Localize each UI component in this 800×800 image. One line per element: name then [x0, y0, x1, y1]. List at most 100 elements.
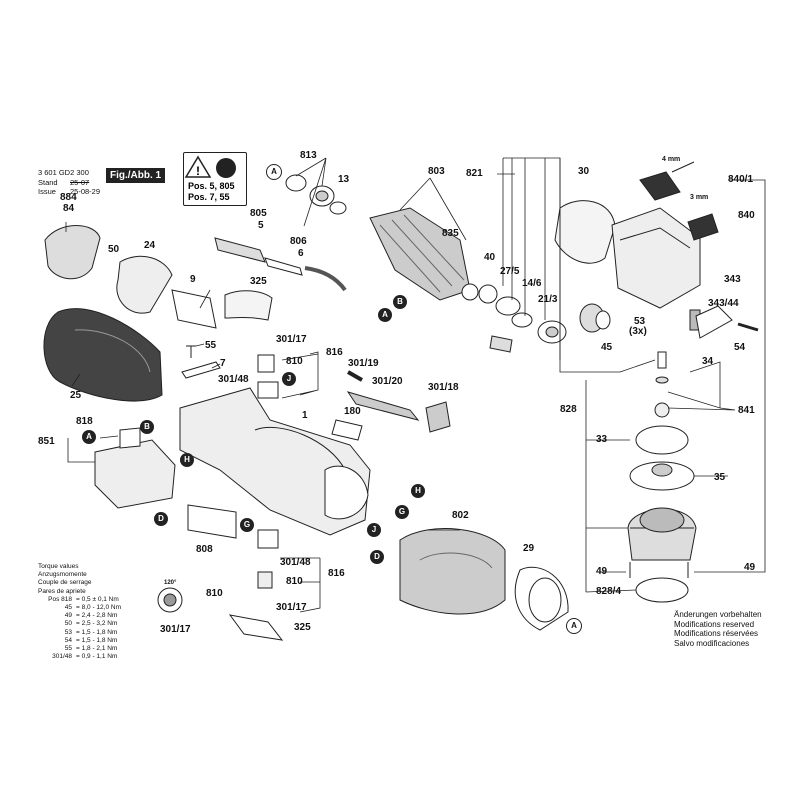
torque-row: 49= 2,4 - 2,8 Nm: [64, 612, 118, 620]
part-label: 1: [302, 410, 308, 421]
part-label: 30: [578, 166, 590, 177]
part-label: 3 mm: [690, 194, 709, 201]
part-label: 343/44: [708, 298, 739, 309]
part-label: 818: [76, 416, 93, 427]
part-label: 816: [328, 568, 345, 579]
torque-title-es: Pares de apriete: [38, 587, 86, 595]
part-label: 301/48: [280, 557, 311, 568]
part-label: 840: [738, 210, 755, 221]
part-label: 301/18: [428, 382, 459, 393]
part-label: 810: [286, 576, 303, 587]
torque-row: 301/48= 0,9 - 1,1 Nm: [52, 653, 118, 661]
part-851-module: [94, 439, 176, 509]
part-9-sheet: [171, 289, 217, 329]
part-label: 325: [294, 622, 311, 633]
part-25-housing: [43, 308, 163, 402]
part-label: 49: [744, 562, 756, 573]
issue-label: Issue: [38, 187, 56, 196]
part-label: 828: [560, 404, 577, 415]
callout-h: H: [180, 453, 194, 467]
torque-title-de: Anzugsmomente: [38, 571, 87, 579]
modifications-note: Änderungen vorbehalten Modifications res…: [674, 610, 762, 648]
callout-b: B: [140, 420, 154, 434]
callout-a: A: [82, 430, 96, 444]
part-label: 40: [484, 252, 496, 263]
part-label: 301/20: [372, 376, 403, 387]
callout-a: A: [566, 618, 582, 634]
warning-icon: !: [184, 155, 236, 178]
part-label: 55: [205, 340, 217, 351]
part-label: 6: [298, 248, 304, 259]
part-1-motor-housing: [179, 387, 371, 536]
part-label: 4 mm: [662, 156, 681, 163]
part-884-cover: [44, 225, 101, 280]
part-label: 120°: [164, 580, 177, 586]
part-label: 33: [596, 434, 608, 445]
part-label: 816: [326, 347, 343, 358]
modifications-es: Salvo modificaciones: [674, 638, 750, 648]
callout-d: D: [370, 550, 384, 564]
modifications-en: Modifications reserved: [674, 619, 755, 629]
part-label: 803: [428, 166, 445, 177]
part-label: 45: [601, 342, 613, 353]
part-label: 53: [634, 316, 646, 327]
part-label: 841: [738, 405, 755, 416]
callout-b: B: [393, 295, 407, 309]
torque-row: Pos 818= 0,5 ± 0,1 Nm: [48, 595, 119, 603]
torque-row: 53= 1,5 - 1,8 Nm: [64, 628, 118, 636]
part-label: 840/1: [728, 174, 754, 185]
callout-g: G: [395, 505, 409, 519]
part-label: 828/4: [596, 586, 622, 597]
callout-g: G: [240, 518, 254, 532]
part-label: 180: [344, 406, 361, 417]
part-label: 9: [190, 274, 196, 285]
part-label: 808: [196, 544, 213, 555]
callout-h: H: [411, 484, 425, 498]
gear-housing: [611, 207, 701, 309]
part-label: 884: [60, 192, 77, 203]
part-label: 13: [338, 174, 350, 185]
part-label: 813: [300, 150, 317, 161]
callout-a: A: [378, 308, 392, 322]
part-label: 806: [290, 236, 307, 247]
callout-a: A: [266, 164, 282, 180]
torque-row: 54= 1,5 - 1,8 Nm: [64, 636, 118, 644]
part-label: 301/19: [348, 358, 379, 369]
part-802-field: [399, 528, 506, 615]
part-label: 325: [250, 276, 267, 287]
warning-line-2: Pos. 7, 55: [188, 192, 230, 202]
svg-text:!: !: [196, 164, 200, 178]
part-label: 810: [286, 356, 303, 367]
part-label: 84: [63, 203, 75, 214]
part-label: 24: [144, 240, 156, 251]
part-label: 25: [70, 390, 82, 401]
part-label: 301/17: [276, 334, 307, 345]
part-30-plate: [554, 200, 616, 264]
part-325-film: [224, 290, 273, 321]
part-label: 7: [220, 358, 226, 369]
part-label: 35: [714, 472, 726, 483]
modifications-de: Änderungen vorbehalten: [674, 610, 762, 619]
warning-box: ! Pos. 5, 805 Pos. 7, 55: [183, 152, 247, 206]
part-24-cap: [116, 255, 173, 314]
doc-number: 3 601 GD2 300: [38, 168, 89, 177]
part-label: 835: [442, 228, 459, 239]
part-label: 301/17: [160, 624, 191, 635]
part-label: 21/3: [538, 294, 558, 305]
stand-label: Stand: [38, 178, 58, 187]
part-label: 5: [258, 220, 264, 231]
part-label: 27/5: [500, 266, 520, 277]
part-label: 821: [466, 168, 483, 179]
part-label: 802: [452, 510, 469, 521]
torque-row: 45= 8,0 - 12,0 Nm: [64, 604, 121, 612]
part-label: 14/6: [522, 278, 542, 289]
torque-title-en: Torque values: [38, 563, 79, 570]
part-label: (3x): [629, 326, 647, 337]
old-date: 25-07: [70, 178, 90, 187]
part-label: 49: [596, 566, 608, 577]
part-label: 805: [250, 208, 267, 219]
torque-table: Torque values Anzugsmomente Couple de se…: [38, 563, 121, 661]
part-label: 34: [702, 356, 714, 367]
part-label: 50: [108, 244, 120, 255]
